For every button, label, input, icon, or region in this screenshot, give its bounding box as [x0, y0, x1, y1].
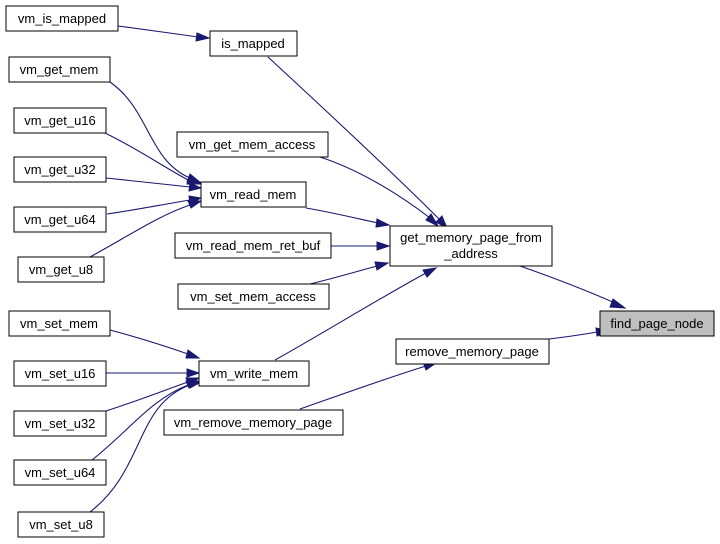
node-vm_remove_memory_page[interactable]: vm_remove_memory_page — [163, 409, 344, 436]
node-label-line2: _address — [443, 246, 498, 261]
node-label: vm_read_mem — [210, 187, 297, 202]
node-label: find_page_node — [610, 316, 703, 331]
node-label: remove_memory_page — [405, 344, 539, 359]
node-label: is_mapped — [221, 36, 285, 51]
node-vm_get_u8[interactable]: vm_get_u8 — [17, 256, 105, 283]
node-vm_get_u32[interactable]: vm_get_u32 — [13, 156, 107, 183]
node-vm_write_mem[interactable]: vm_write_mem — [198, 360, 310, 387]
node-vm_read_mem[interactable]: vm_read_mem — [200, 181, 307, 208]
node-label: vm_set_u64 — [25, 465, 96, 480]
node-label: vm_write_mem — [210, 366, 298, 381]
node-is_mapped[interactable]: is_mapped — [209, 30, 298, 57]
node-vm_set_u32[interactable]: vm_set_u32 — [13, 410, 107, 437]
node-vm_read_mem_ret_buf[interactable]: vm_read_mem_ret_buf — [174, 232, 332, 259]
node-label: vm_read_mem_ret_buf — [186, 238, 321, 253]
node-vm_set_u64[interactable]: vm_set_u64 — [13, 459, 107, 486]
node-label: vm_get_u32 — [24, 162, 96, 177]
edge-vm_is_mapped-to-is_mapped — [117, 25, 211, 42]
edge-is_mapped-to-get_memory_page_from_address — [267, 56, 449, 230]
edge-vm_read_mem_ret_buf-to-get_memory_page_from_address — [330, 241, 391, 251]
edge-vm_get_u64-to-vm_read_mem — [106, 195, 203, 215]
node-vm_set_mem[interactable]: vm_set_mem — [8, 310, 111, 337]
edge-vm_set_u8-to-vm_write_mem — [89, 380, 203, 513]
node-label: vm_set_u16 — [25, 366, 96, 381]
node-vm_get_u64[interactable]: vm_get_u64 — [13, 206, 107, 233]
node-label: vm_get_mem — [20, 62, 99, 77]
edge-vm_get_mem_access-to-get_memory_page_from_address — [319, 156, 440, 228]
node-vm_is_mapped[interactable]: vm_is_mapped — [5, 5, 119, 32]
node-label: vm_set_mem — [20, 316, 98, 331]
edge-vm_write_mem-to-get_memory_page_from_address — [274, 267, 438, 361]
edge-vm_get_u8-to-vm_read_mem — [89, 200, 203, 258]
edge-vm_get_u16-to-vm_read_mem — [104, 132, 203, 185]
node-label: vm_get_u64 — [24, 212, 96, 227]
node-label: vm_set_mem_access — [190, 289, 316, 304]
node-label: vm_get_u8 — [29, 262, 93, 277]
edge-vm_set_mem-to-vm_write_mem — [109, 329, 201, 359]
node-vm_set_u8[interactable]: vm_set_u8 — [17, 511, 105, 538]
node-vm_set_u16[interactable]: vm_set_u16 — [13, 360, 107, 387]
node-remove_memory_page[interactable]: remove_memory_page — [395, 338, 550, 365]
node-label: vm_set_u32 — [25, 416, 96, 431]
node-label: vm_get_mem_access — [189, 137, 316, 152]
node-label: vm_remove_memory_page — [174, 415, 332, 430]
node-label: vm_get_u16 — [24, 113, 96, 128]
node-vm_get_mem_access[interactable]: vm_get_mem_access — [176, 131, 329, 158]
edge-get_memory_page_from_address-to-find_page_node — [519, 265, 627, 309]
edge-vm_remove_memory_page-to-remove_memory_page — [299, 361, 438, 410]
node-get_memory_page_from_address[interactable]: get_memory_page_from _address — [389, 225, 553, 267]
edge-vm_read_mem-to-get_memory_page_from_address — [305, 207, 391, 228]
node-vm_get_u16[interactable]: vm_get_u16 — [13, 107, 107, 134]
node-vm_get_mem[interactable]: vm_get_mem — [8, 56, 111, 83]
edge-vm_set_mem_access-to-get_memory_page_from_address — [309, 261, 390, 285]
node-find_page_node[interactable]: find_page_node — [599, 310, 715, 337]
node-label: vm_set_u8 — [29, 517, 93, 532]
node-label: vm_is_mapped — [18, 11, 106, 26]
edge-vm_get_u32-to-vm_read_mem — [105, 177, 203, 192]
edge-vm_set_u16-to-vm_write_mem — [106, 368, 201, 378]
node-label-line1: get_memory_page_from — [400, 230, 542, 245]
node-vm_set_mem_access[interactable]: vm_set_mem_access — [177, 283, 330, 310]
